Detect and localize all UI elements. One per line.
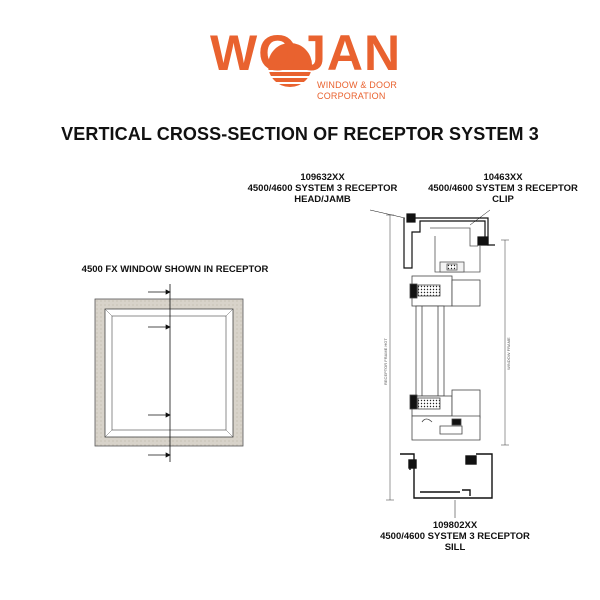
receptor-height-dimension-label: RECEPTOR FRAME HGT bbox=[383, 338, 388, 385]
vertical-section: RECEPTOR FRAME HGT WINDOW FRAME bbox=[369, 209, 511, 518]
sill-receptor-profile bbox=[400, 453, 493, 499]
head-leader bbox=[369, 209, 406, 219]
sill-callout: 109802XX 4500/4600 SYSTEM 3 RECEPTOR SIL… bbox=[355, 520, 555, 553]
wojan-logo bbox=[205, 30, 405, 110]
sill-part-number: 109802XX bbox=[432, 520, 478, 531]
head-jamb-type: HEAD/JAMB bbox=[294, 194, 351, 205]
window-head-frame bbox=[409, 275, 481, 307]
head-jamb-callout: 109632XX 4500/4600 SYSTEM 3 RECEPTOR HEA… bbox=[245, 172, 400, 205]
logo-sun-graphic bbox=[205, 43, 405, 87]
window-elevation bbox=[94, 284, 244, 462]
window-sill-frame bbox=[409, 389, 481, 441]
head-jamb-description: 4500/4600 SYSTEM 3 RECEPTOR bbox=[247, 183, 398, 194]
sill-description: 4500/4600 SYSTEM 3 RECEPTOR bbox=[380, 531, 530, 542]
window-sash bbox=[111, 315, 227, 431]
page-title: VERTICAL CROSS-SECTION OF RECEPTOR SYSTE… bbox=[61, 124, 539, 144]
window-frame-dimension-label: WINDOW FRAME bbox=[506, 337, 511, 370]
logo-wordmark: WOJAN bbox=[210, 25, 402, 81]
section-arrows bbox=[148, 289, 171, 458]
clip-callout: 10463XX 4500/4600 SYSTEM 3 RECEPTOR CLIP bbox=[418, 172, 588, 205]
clip-part-number: 10463XX bbox=[483, 172, 523, 183]
receptor-clip-profile bbox=[430, 227, 481, 273]
logo-tagline-1: WINDOW & DOOR bbox=[317, 80, 398, 90]
clip-type: CLIP bbox=[492, 194, 514, 205]
clip-description: 4500/4600 SYSTEM 3 RECEPTOR bbox=[428, 183, 578, 194]
head-receptor-profile bbox=[403, 213, 495, 269]
sill-type: SILL bbox=[444, 542, 466, 553]
glass-unit bbox=[415, 305, 445, 397]
head-jamb-part-number: 109632XX bbox=[300, 172, 345, 183]
logo-tagline-2: CORPORATION bbox=[317, 91, 386, 101]
dimension-lines bbox=[386, 214, 509, 501]
window-note: 4500 FX WINDOW SHOWN IN RECEPTOR bbox=[81, 264, 269, 275]
